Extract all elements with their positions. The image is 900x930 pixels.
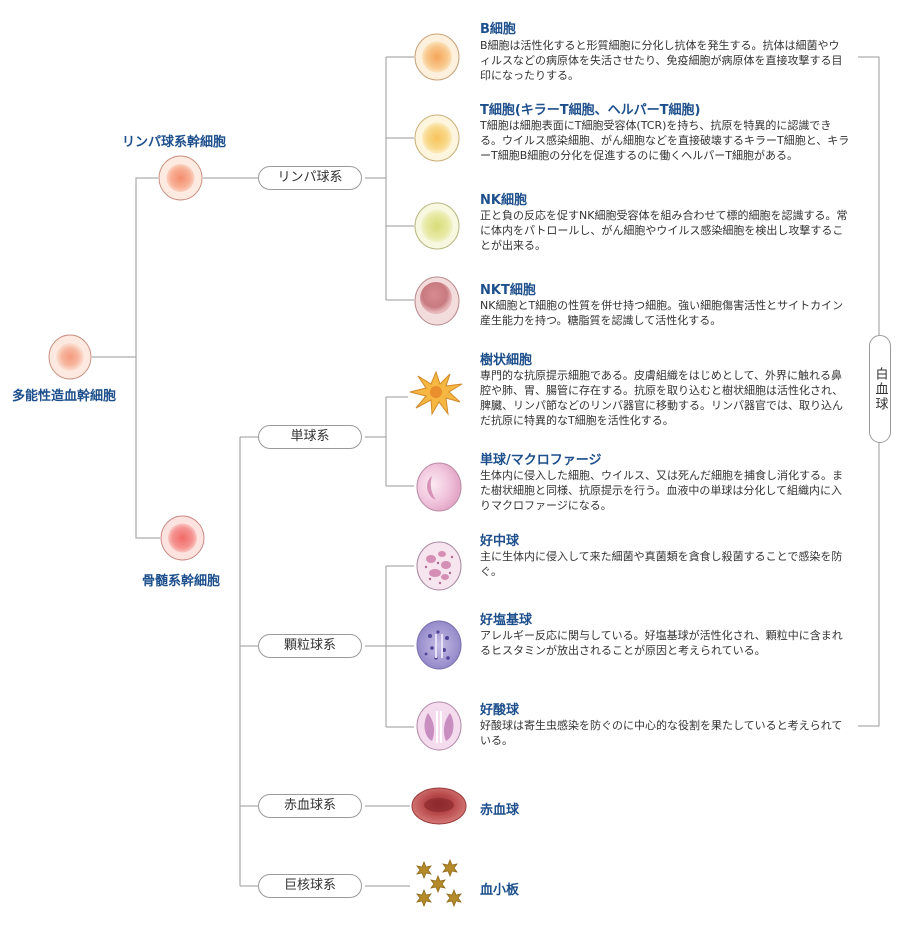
myeloid-stem-cell-label: 骨髄系幹細胞 <box>142 574 221 589</box>
dendritic-cell-description: 専門的な抗原提示細胞である。皮膚組織をはじめとして、外界に触れる鼻腔や肺、胃、腸… <box>480 369 844 427</box>
t-cell-description: T細胞は細胞表面にT細胞受容体(TCR)を持ち、抗原を特異的に認識できる。ウイル… <box>480 119 850 162</box>
dendritic-cell-icon <box>409 370 463 416</box>
b-cell-title: B細胞 <box>480 22 516 37</box>
lineage-lymphocyte-pill: リンパ球系 <box>258 166 362 190</box>
neutrophil-icon <box>416 541 462 591</box>
hematopoietic-stem-cell-icon <box>48 334 92 380</box>
neutrophil-title: 好中球 <box>480 534 520 549</box>
red-blood-cell-icon <box>411 787 467 825</box>
nkt-cell-description: NK細胞とT細胞の性質を併せ持つ細胞。強い細胞傷害活性とサイトカイン産生能力を持… <box>480 299 844 327</box>
eosinophil-description: 好酸球は寄生虫感染を防ぐのに中心的な役割を果たしていると考えられている。 <box>480 719 843 747</box>
basophil-title: 好塩基球 <box>480 613 533 628</box>
eosinophil-icon <box>416 701 462 751</box>
lymphoid-stem-cell-label: リンパ球系幹細胞 <box>122 135 227 150</box>
basophil-icon <box>416 620 462 670</box>
t-cell-title: T細胞(キラーT細胞、ヘルパーT細胞) <box>480 103 701 118</box>
nk-cell-title: NK細胞 <box>480 193 527 208</box>
macrophage-title: 単球/マクロファージ <box>480 453 602 468</box>
monocyte-macrophage-icon <box>416 462 462 512</box>
lineage-megakaryocyte-pill: 巨核球系 <box>258 874 362 898</box>
myeloid-stem-cell-icon <box>160 515 205 561</box>
lineage-granulocyte-pill: 顆粒球系 <box>258 634 362 658</box>
dendritic-cell-title: 樹状細胞 <box>480 353 533 368</box>
nk-cell-description: 正と負の反応を促すNK細胞受容体を組み合わせて標的細胞を認識する。常に体内をパト… <box>480 209 848 252</box>
basophil-description: アレルギー反応に関与している。好塩基球が活性化され、顆粒中に含まれるヒスタミンが… <box>480 629 843 657</box>
white-blood-cell-bracket-label: 白血球 <box>869 335 891 443</box>
platelet-icon <box>416 858 462 908</box>
b-cell-icon <box>414 33 460 81</box>
eosinophil-title: 好酸球 <box>480 703 520 718</box>
macrophage-description: 生体内に侵入した細胞、ウイルス、又は死んだ細胞を捕食し消化する。また樹状細胞と同… <box>480 469 843 512</box>
nk-cell-icon <box>414 202 460 250</box>
lineage-erythrocyte-pill: 赤血球系 <box>258 794 362 818</box>
nkt-cell-icon <box>414 276 460 326</box>
t-cell-icon <box>414 114 460 162</box>
lineage-monocyte-pill: 単球系 <box>258 425 362 449</box>
platelet-label: 血小板 <box>480 883 520 898</box>
neutrophil-description: 主に生体内に侵入して来た細菌や真菌類を貪食し殺菌することで感染を防ぐ。 <box>480 550 843 578</box>
nkt-cell-title: NKT細胞 <box>480 283 536 298</box>
hematopoietic-stem-cell-label: 多能性造血幹細胞 <box>12 389 117 404</box>
lymphoid-stem-cell-icon <box>158 155 203 201</box>
b-cell-description: B細胞は活性化すると形質細胞に分化し抗体を発生する。抗体は細菌やウィルスなどの病… <box>480 39 843 82</box>
red-blood-cell-label: 赤血球 <box>480 803 520 818</box>
